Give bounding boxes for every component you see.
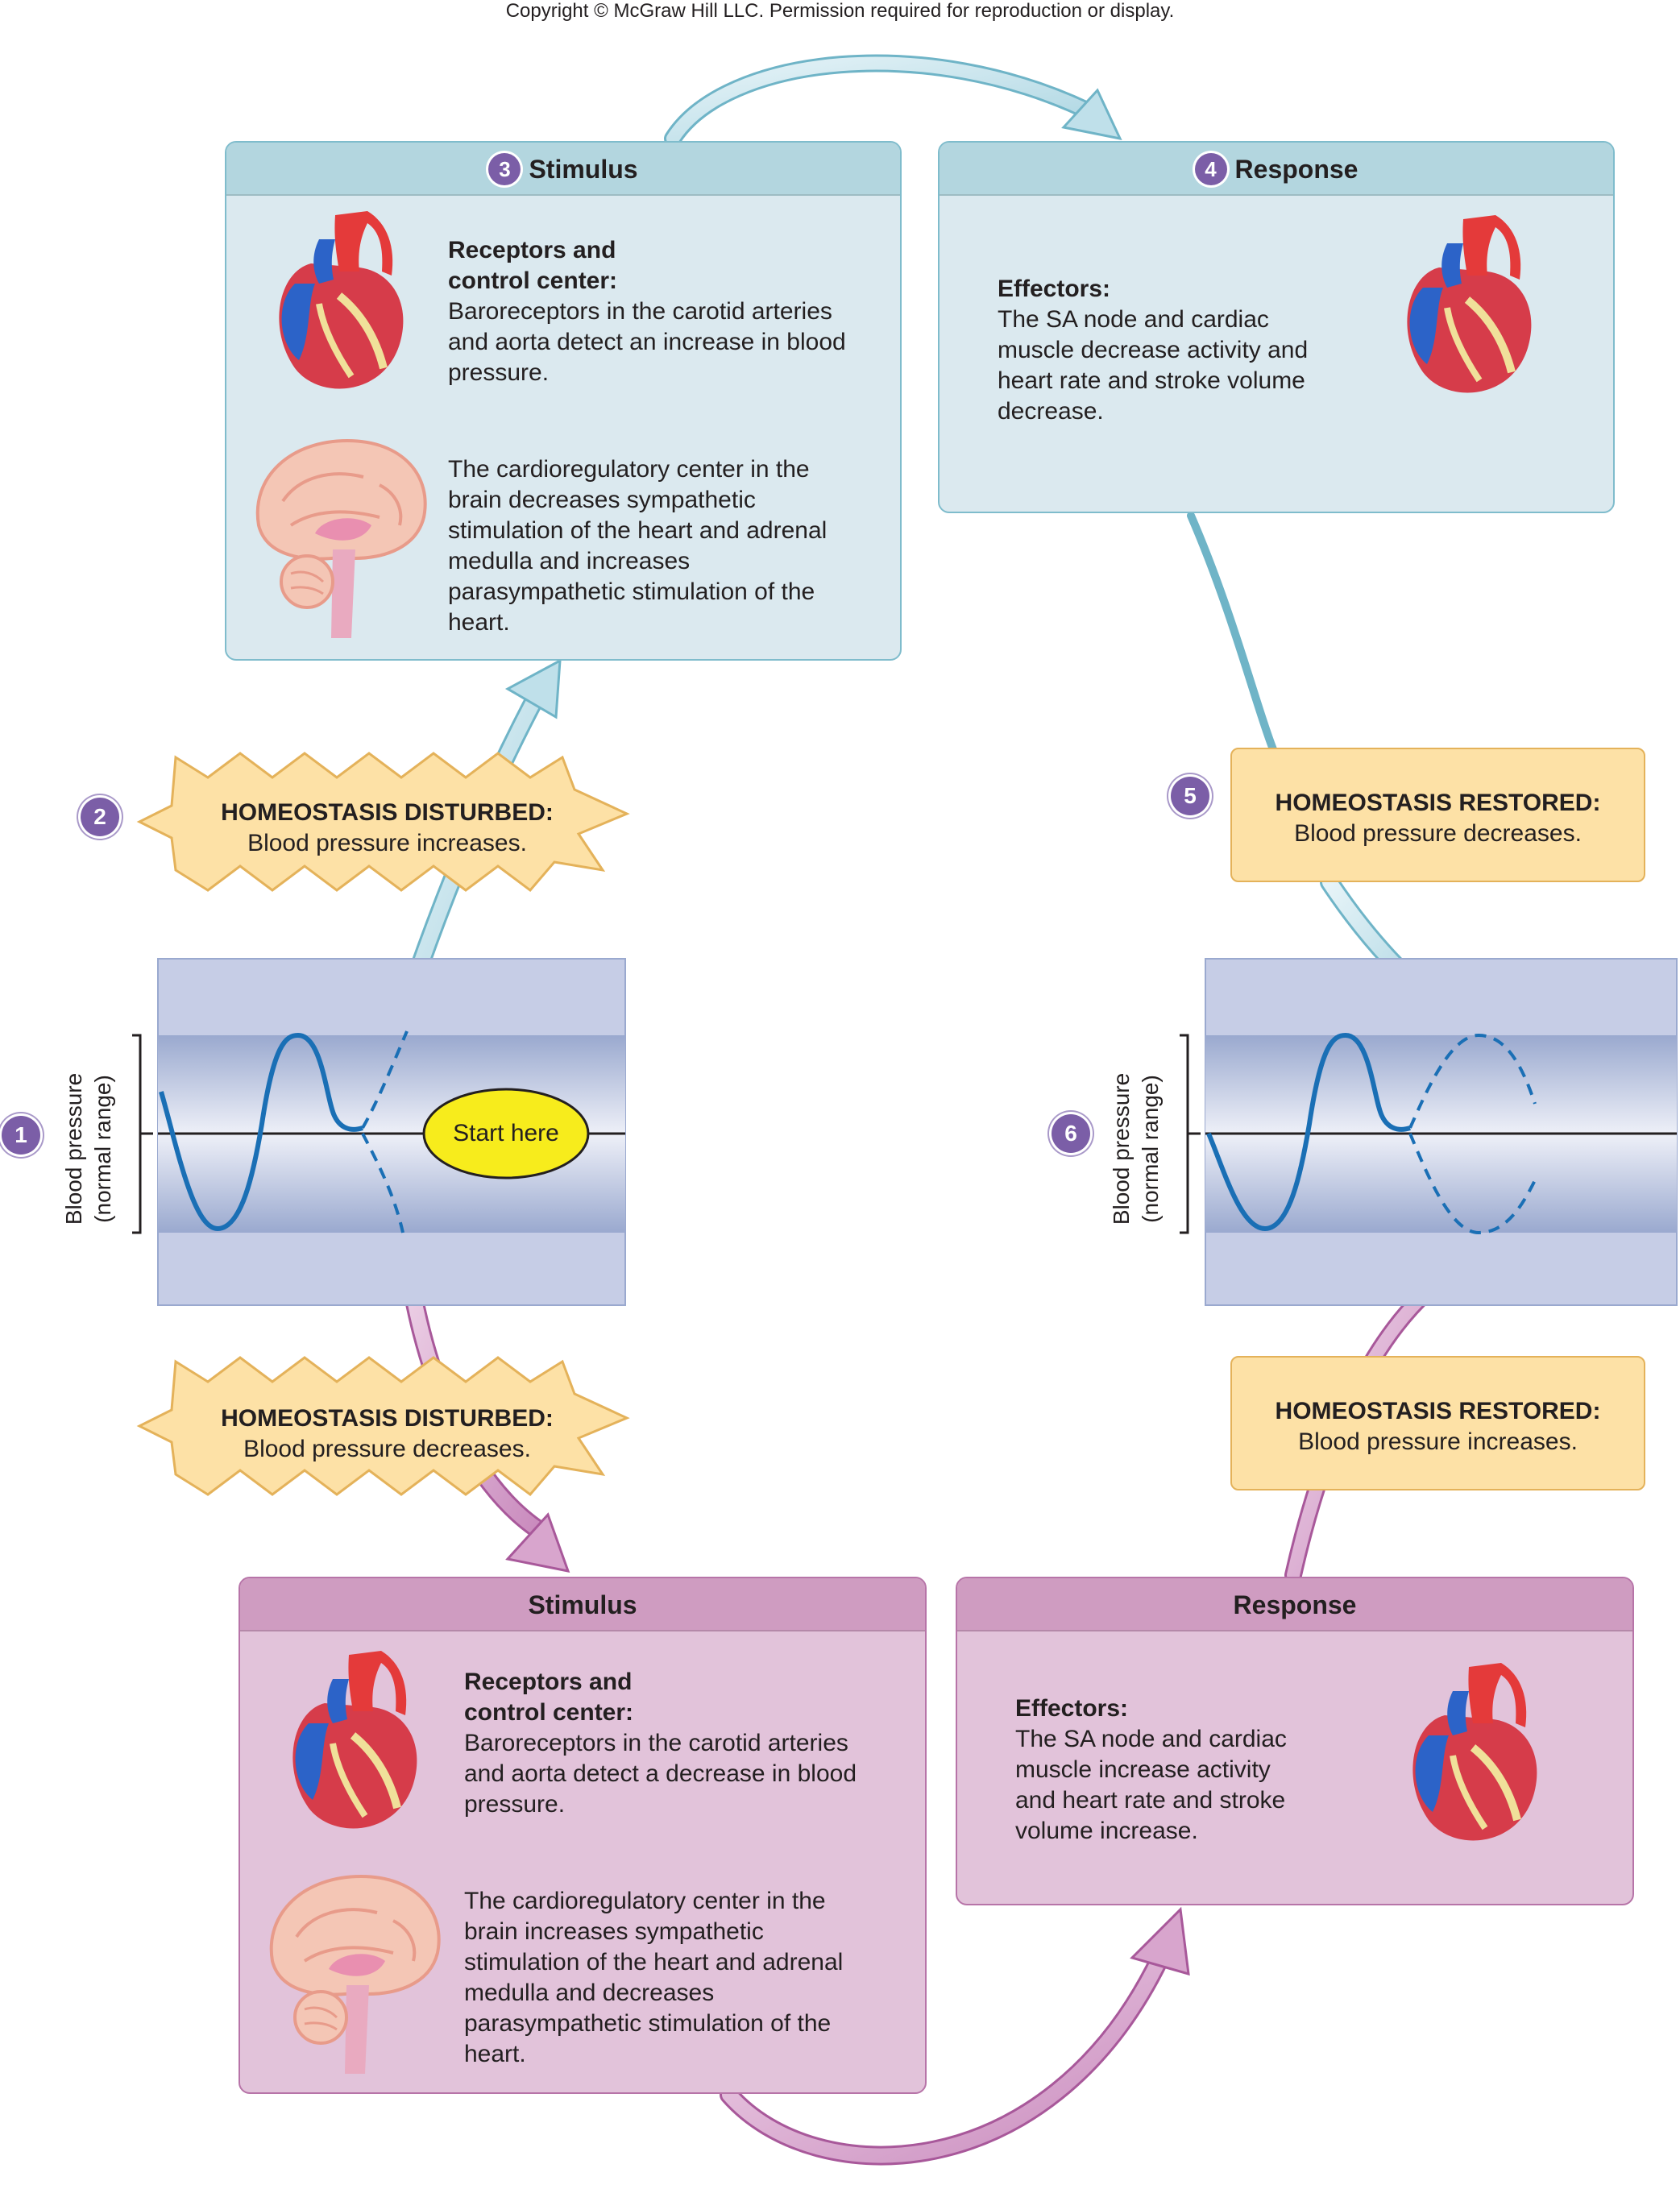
- center-line: The cardioregulatory center in the: [448, 456, 810, 483]
- effectors-text-top: Effectors: The SA node and cardiac muscl…: [998, 274, 1376, 427]
- receptors-heading-line1: Receptors and: [448, 237, 616, 263]
- effectors-line: decrease.: [998, 398, 1104, 425]
- arrow-stimulus-to-response-top: [664, 54, 1122, 147]
- stimulus-header-top: 3 Stimulus: [226, 143, 900, 196]
- receptors-line: pressure.: [464, 1791, 566, 1818]
- ylabel-line2: (normal range): [90, 1075, 115, 1223]
- restored-heading: HOMEOSTASIS RESTORED:: [1275, 1398, 1601, 1424]
- restored-detail: Blood pressure decreases.: [1294, 820, 1582, 847]
- disturbed-text-bottom: HOMEOSTASIS DISTURBED: Blood pressure de…: [176, 1403, 599, 1465]
- center-line: heart.: [464, 2041, 526, 2067]
- center-line: brain increases sympathetic: [464, 1918, 764, 1945]
- response-header-bottom: Response: [957, 1578, 1632, 1631]
- restored-detail: Blood pressure increases.: [1298, 1428, 1578, 1455]
- effectors-line: heart rate and stroke volume: [998, 367, 1305, 394]
- center-line: medulla and decreases: [464, 1980, 715, 2006]
- stimulus-panel-bottom: Stimulus Receptors and control center: B…: [239, 1577, 927, 2094]
- effectors-heading: Effectors:: [1015, 1695, 1129, 1722]
- heart-icon: [1412, 1663, 1537, 1841]
- ylabel-line1: Blood pressure: [1109, 1072, 1134, 1225]
- disturbed-burst-bottom: [136, 1356, 630, 1497]
- blood-pressure-graph-right: [1180, 958, 1678, 1306]
- receptors-heading-line2: control center:: [448, 267, 618, 294]
- heart-icon: [1407, 215, 1532, 393]
- center-line: stimulation of the heart and adrenal: [448, 517, 828, 544]
- stimulus-panel-top: 3 Stimulus Receptors and control center: …: [225, 141, 902, 661]
- center-line: heart.: [448, 609, 510, 636]
- receptors-line: pressure.: [448, 359, 550, 386]
- control-center-text-top: The cardioregulatory center in the brain…: [448, 454, 883, 638]
- copyright-notice: Copyright © McGraw Hill LLC. Permission …: [505, 0, 1175, 22]
- receptors-line: and aorta detect a decrease in blood: [464, 1760, 857, 1787]
- restored-box-top: HOMEOSTASIS RESTORED: Blood pressure dec…: [1230, 748, 1645, 882]
- center-line: brain decreases sympathetic: [448, 487, 756, 513]
- restored-heading: HOMEOSTASIS RESTORED:: [1275, 790, 1601, 816]
- brain-icon: [255, 438, 427, 638]
- center-line: parasympathetic stimulation of the: [448, 578, 815, 605]
- center-line: parasympathetic stimulation of the: [464, 2010, 832, 2037]
- graph-left-ylabel: Blood pressure (normal range): [60, 1052, 118, 1246]
- restored-box-bottom: HOMEOSTASIS RESTORED: Blood pressure inc…: [1230, 1356, 1645, 1490]
- graph-right-ylabel: Blood pressure (normal range): [1107, 1052, 1165, 1246]
- effectors-line: muscle decrease activity and: [998, 337, 1309, 363]
- center-line: stimulation of the heart and adrenal: [464, 1949, 844, 1975]
- heart-icon: [279, 211, 404, 389]
- receptors-line: Baroreceptors in the carotid arteries: [464, 1730, 848, 1756]
- arrow-response-to-restored-top: [1187, 512, 1277, 753]
- disturbed-burst-top: [136, 752, 630, 893]
- center-line: medulla and increases: [448, 548, 691, 574]
- receptors-text-top: Receptors and control center: Barorecept…: [448, 235, 883, 388]
- step-6-badge: 6: [1052, 1114, 1090, 1153]
- effectors-text-bottom: Effectors: The SA node and cardiac muscl…: [1015, 1694, 1394, 1847]
- step-5-badge: 5: [1171, 777, 1209, 815]
- disturbed-text-top: HOMEOSTASIS DISTURBED: Blood pressure in…: [176, 798, 599, 859]
- effectors-line: and heart rate and stroke: [1015, 1787, 1286, 1814]
- receptors-text-bottom: Receptors and control center: Barorecept…: [464, 1667, 915, 1820]
- ylabel-line1: Blood pressure: [61, 1072, 86, 1225]
- ylabel-line2: (normal range): [1138, 1075, 1163, 1223]
- effectors-heading: Effectors:: [998, 276, 1111, 302]
- disturbed-heading: HOMEOSTASIS DISTURBED:: [221, 799, 554, 826]
- start-here-label: Start here: [453, 1120, 559, 1146]
- disturbed-detail: Blood pressure decreases.: [243, 1436, 531, 1462]
- receptors-line: Baroreceptors in the carotid arteries: [448, 298, 832, 325]
- stimulus-title-top: Stimulus: [529, 155, 638, 184]
- control-center-text-bottom: The cardioregulatory center in the brain…: [464, 1886, 915, 2070]
- receptors-heading-line2: control center:: [464, 1699, 634, 1726]
- center-line: The cardioregulatory center in the: [464, 1888, 826, 1914]
- heart-icon: [292, 1651, 417, 1829]
- effectors-line: volume increase.: [1015, 1818, 1198, 1844]
- brain-icon: [269, 1874, 441, 2074]
- blood-pressure-graph-left: [132, 958, 626, 1306]
- stimulus-header-bottom: Stimulus: [240, 1578, 925, 1631]
- receptors-heading-line1: Receptors and: [464, 1669, 633, 1695]
- effectors-line: The SA node and cardiac: [1015, 1726, 1287, 1752]
- effectors-line: The SA node and cardiac: [998, 306, 1269, 333]
- disturbed-heading: HOMEOSTASIS DISTURBED:: [221, 1405, 554, 1432]
- response-title-top: Response: [1234, 155, 1359, 184]
- step-1-badge: 1: [2, 1116, 40, 1155]
- response-panel-bottom: Response Effectors: The SA node and card…: [956, 1577, 1634, 1905]
- effectors-line: muscle increase activity: [1015, 1756, 1271, 1783]
- step-2-badge: 2: [81, 798, 119, 836]
- step-4-badge: 4: [1194, 152, 1227, 185]
- disturbed-detail: Blood pressure increases.: [247, 830, 527, 856]
- arrow-stimulus-to-response-bottom: [720, 1906, 1190, 2166]
- step-3-badge: 3: [488, 152, 521, 185]
- receptors-line: and aorta detect an increase in blood: [448, 329, 846, 355]
